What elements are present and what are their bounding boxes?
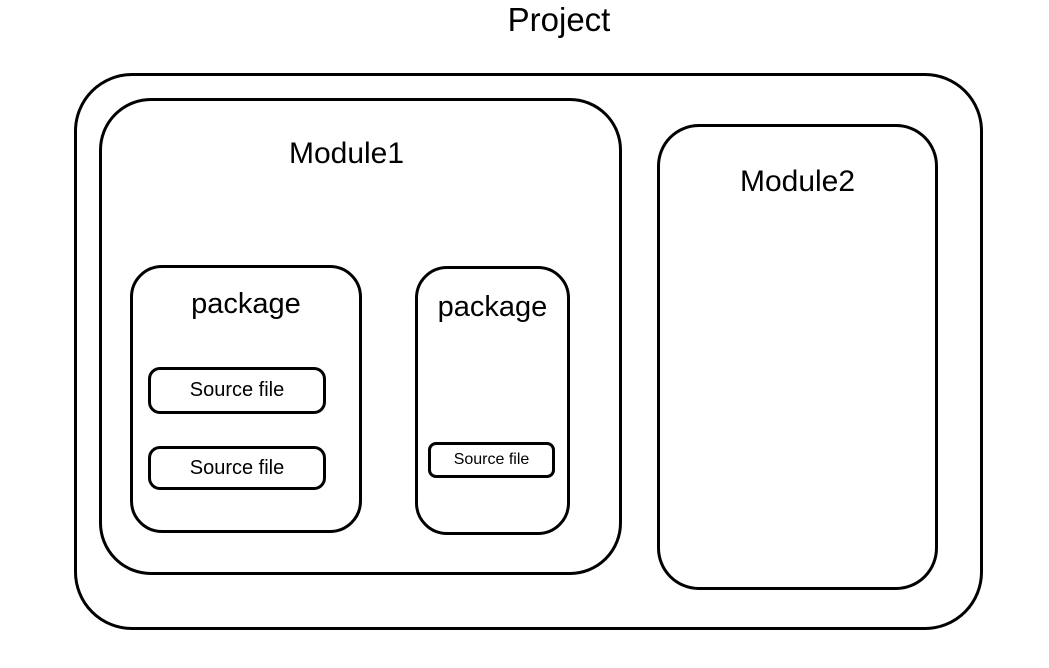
module1-label: Module1 — [288, 137, 405, 170]
package2-box: package Source file — [415, 266, 570, 535]
project-box: Module1 package Source file Source file … — [74, 73, 983, 630]
source-file-box: Source file — [428, 442, 555, 478]
diagram-title: Project — [507, 1, 611, 38]
module1-box: Module1 package Source file Source file … — [99, 98, 622, 575]
module2-box: Module2 — [657, 124, 938, 590]
package2-label: package — [437, 291, 548, 323]
module2-label: Module2 — [739, 165, 856, 198]
source-file-box: Source file — [148, 446, 326, 490]
package1-label: package — [191, 288, 301, 320]
package1-box: package Source file Source file — [130, 265, 362, 533]
source-file-box: Source file — [148, 367, 326, 414]
